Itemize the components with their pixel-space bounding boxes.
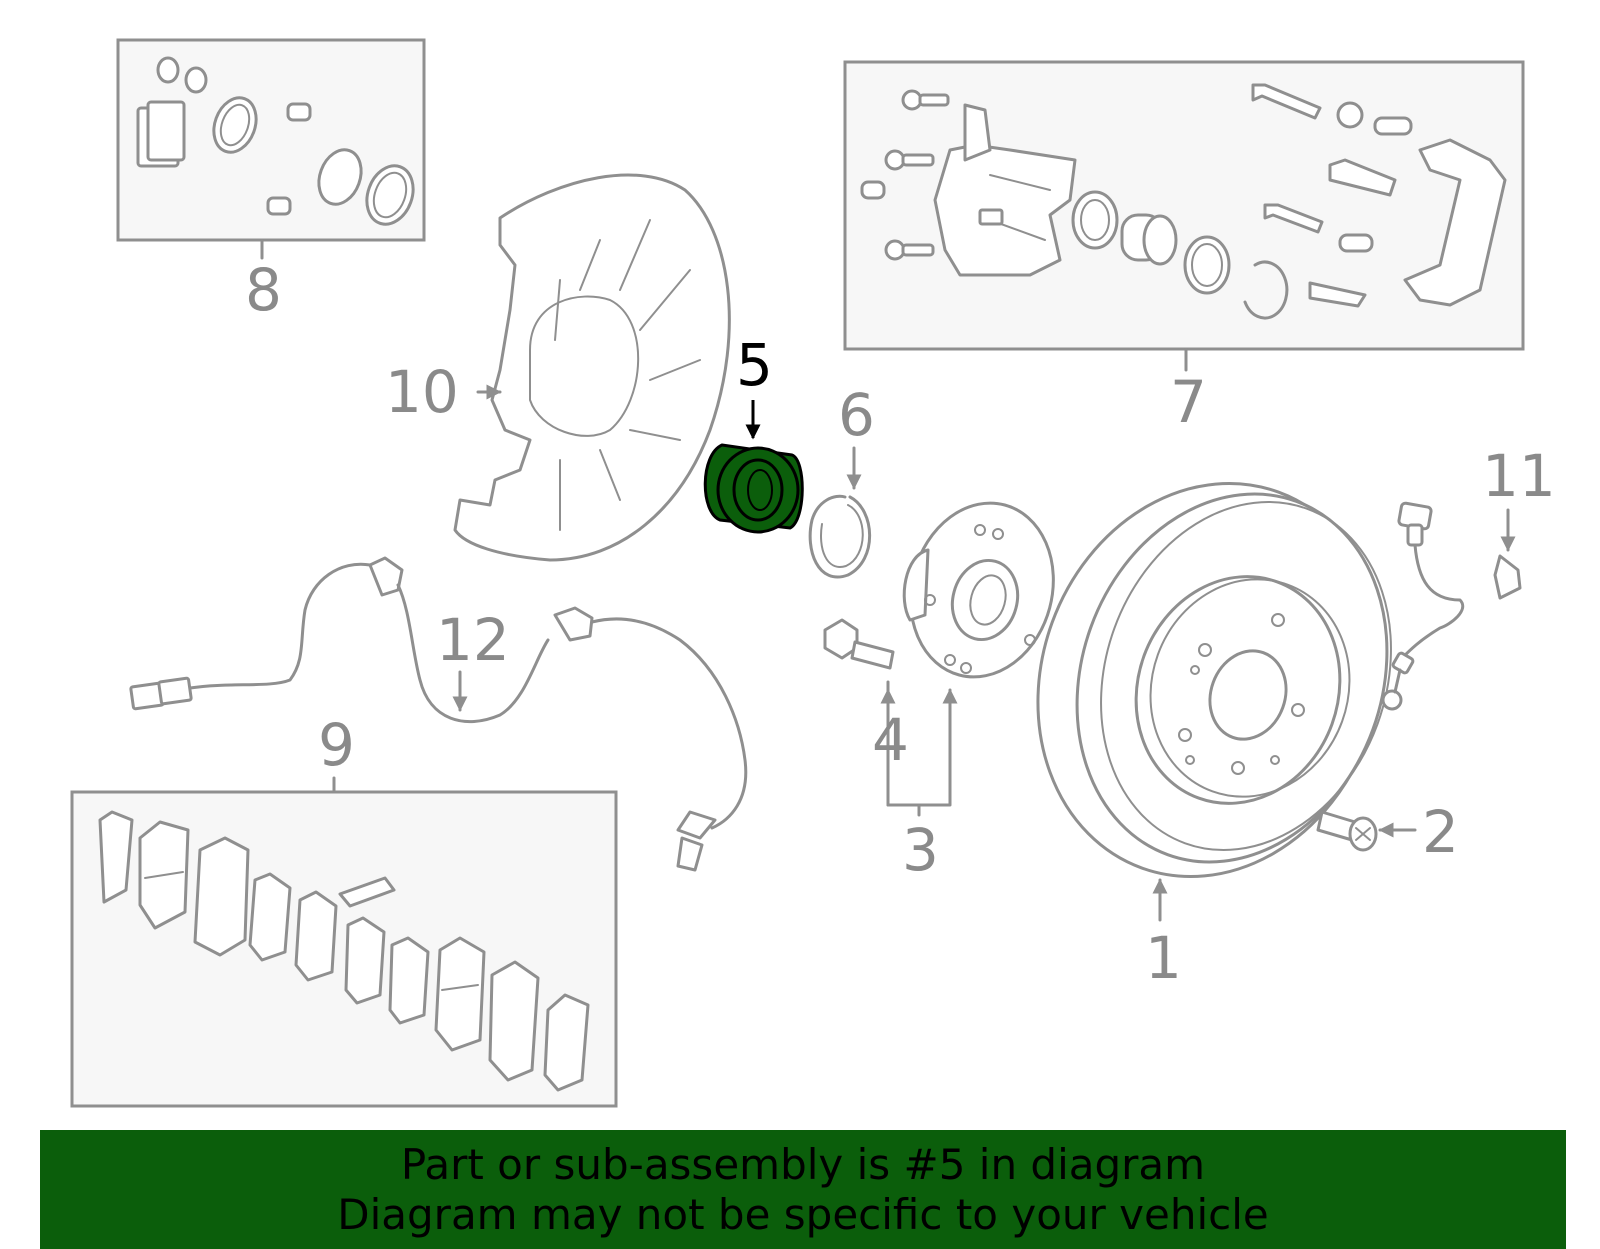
callout-12: 12 <box>436 606 510 674</box>
wheel-speed-sensor-harness-right[interactable] <box>1381 501 1522 711</box>
brake-pad-kit-box[interactable] <box>70 790 618 1108</box>
callout-11: 11 <box>1482 442 1556 510</box>
callout-6: 6 <box>838 381 875 449</box>
wheel-speed-sensor-harness-front[interactable] <box>129 556 748 872</box>
banner-line-part: Part or sub-assembly is #5 in diagram <box>400 1140 1206 1189</box>
banner-line-disclaimer: Diagram may not be specific to your vehi… <box>337 1190 1269 1239</box>
callout-5: 5 <box>736 331 773 399</box>
seal-kit-box[interactable] <box>116 38 426 242</box>
wheel-hub[interactable] <box>892 487 1073 693</box>
wheel-bearing-highlighted[interactable] <box>703 443 804 534</box>
dust-shield[interactable] <box>453 173 731 562</box>
snap-ring[interactable] <box>808 494 871 579</box>
callout-10: 10 <box>385 358 459 426</box>
caliper-kit-box[interactable] <box>843 60 1525 351</box>
callout-7: 7 <box>1170 368 1207 436</box>
callout-8: 8 <box>245 256 282 324</box>
brake-rotor[interactable] <box>984 435 1439 926</box>
hub-bolt[interactable] <box>823 618 895 670</box>
parts-diagram: 8 7 1 <box>70 38 1556 1108</box>
callout-4: 4 <box>872 706 909 774</box>
rotor-screw[interactable] <box>1316 810 1378 852</box>
callout-3: 3 <box>902 816 939 884</box>
callout-1: 1 <box>1145 924 1182 992</box>
info-banner: Part or sub-assembly is #5 in diagram Di… <box>40 1130 1566 1249</box>
callout-2: 2 <box>1422 798 1459 866</box>
callout-9: 9 <box>318 711 355 779</box>
